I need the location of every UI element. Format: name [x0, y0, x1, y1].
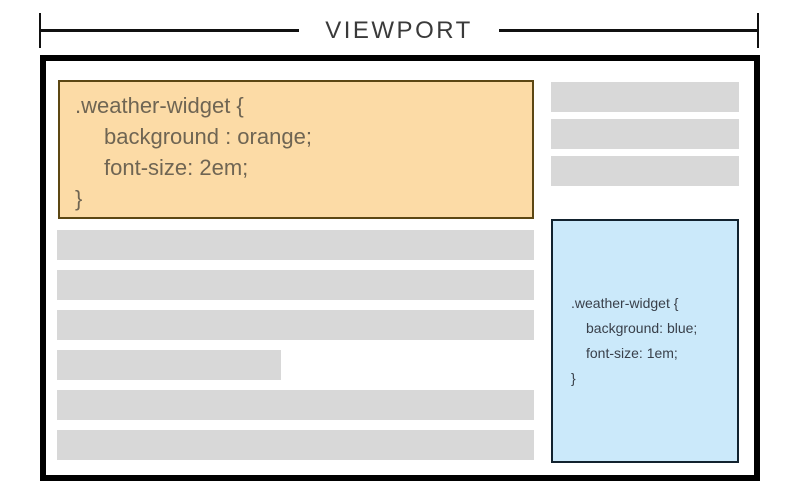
css-declaration-font-size: font-size: 1em;	[586, 345, 678, 361]
skeleton-bars-left	[57, 230, 534, 460]
skeleton-bars-right	[551, 82, 739, 186]
css-declaration-background: background: blue;	[586, 320, 698, 336]
skeleton-bar	[551, 82, 739, 112]
css-selector-line: .weather-widget {	[571, 295, 679, 311]
css-declaration-font-size: font-size: 2em;	[104, 155, 249, 180]
viewport-dimension-ruler: VIEWPORT	[39, 13, 759, 48]
ruler-line-left	[41, 29, 300, 32]
skeleton-bar	[57, 430, 534, 460]
weather-widget-blue-code-block: .weather-widget { background: blue; font…	[551, 219, 739, 463]
skeleton-bar	[57, 270, 534, 300]
skeleton-bar	[551, 119, 739, 149]
viewport-frame: .weather-widget { background : orange; f…	[40, 55, 760, 481]
css-closing-brace: }	[75, 186, 83, 211]
ruler-line-right	[498, 29, 758, 32]
weather-widget-orange-code-block: .weather-widget { background : orange; f…	[58, 80, 534, 219]
viewport-label: VIEWPORT	[325, 16, 473, 44]
skeleton-bar	[57, 350, 282, 380]
skeleton-bar	[57, 310, 534, 340]
skeleton-bar	[551, 156, 739, 186]
css-selector-line: .weather-widget {	[75, 93, 244, 118]
css-declaration-background: background : orange;	[104, 124, 312, 149]
skeleton-bar	[57, 230, 534, 260]
css-closing-brace: }	[571, 370, 576, 386]
skeleton-bar	[57, 390, 534, 420]
